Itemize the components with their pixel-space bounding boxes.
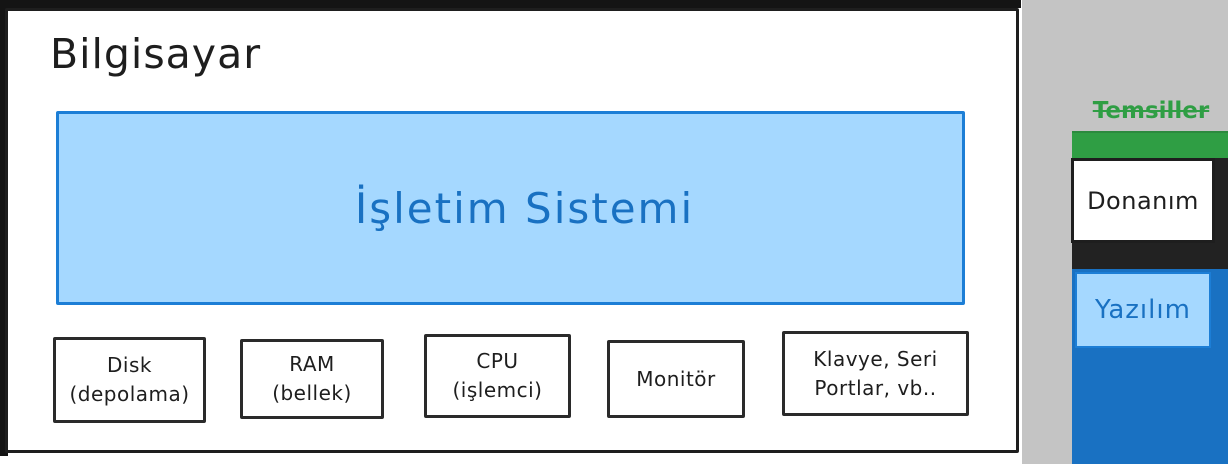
frame-top-stroke [0, 0, 1021, 8]
isletim-sistemi-label: İşletim Sistemi [354, 183, 695, 233]
component-label: (depolama) [69, 382, 190, 406]
component-label: Disk [107, 353, 152, 377]
legend-donanim-box: Donanım [1071, 158, 1215, 243]
component-box-monitor: Monitör [607, 340, 745, 418]
component-label: Monitör [636, 366, 716, 391]
bilgisayar-title: Bilgisayar [50, 30, 262, 78]
component-box-io: Klavye, Seri Portlar, vb.. [782, 331, 969, 416]
component-label: Klavye, Seri [813, 346, 938, 371]
component-label: Portlar, vb.. [814, 375, 937, 400]
legend-yazilim-label: Yazılım [1095, 295, 1191, 325]
legend-green-bar [1072, 131, 1228, 158]
legend-title: Temsiller [1092, 98, 1210, 124]
component-label: RAM [289, 352, 335, 376]
isletim-sistemi-box: İşletim Sistemi [56, 111, 965, 305]
component-label: (bellek) [272, 381, 352, 405]
frame-left-stroke [0, 0, 8, 456]
component-box-disk: Disk (depolama) [53, 337, 206, 423]
component-label: CPU [476, 349, 519, 373]
component-label: (işlemci) [452, 378, 543, 402]
legend-yazilim-box: Yazılım [1075, 272, 1211, 348]
component-box-cpu: CPU (işlemci) [424, 334, 571, 418]
component-box-ram: RAM (bellek) [240, 339, 384, 419]
legend-donanim-label: Donanım [1087, 186, 1199, 215]
